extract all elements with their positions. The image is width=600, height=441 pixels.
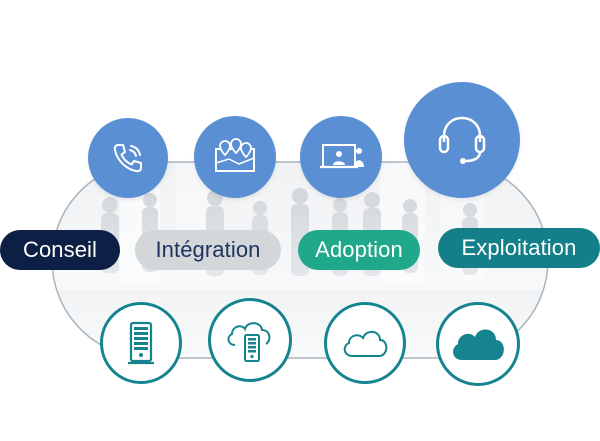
map-circle [194,116,276,198]
phase-integration: Intégration [135,230,281,270]
phase-conseil-label: Conseil [22,237,98,262]
phone-circle [88,118,168,198]
video-conference-icon [320,144,364,169]
server-circle [100,302,182,384]
map-locations-icon [215,138,255,172]
phone-icon [113,144,142,173]
phase-adoption: Adoption [298,230,420,270]
cloud-outline-icon [343,330,388,357]
headset-icon [438,116,486,164]
cloud-filled-circle [436,302,520,386]
phase-integration-label: Intégration [155,237,261,262]
server-icon [128,321,154,365]
cloud-server-circle [208,298,292,382]
cloud-server-icon [227,322,271,362]
phase-conseil: Conseil [0,230,120,270]
phase-exploitation: Exploitation [438,228,600,268]
cloud-outline-circle [324,302,406,384]
cloud-filled-icon [453,329,504,360]
phase-exploitation-label: Exploitation [461,235,577,260]
video-conference-circle [300,116,382,198]
phase-adoption-label: Adoption [315,237,403,262]
headset-circle [404,82,520,198]
